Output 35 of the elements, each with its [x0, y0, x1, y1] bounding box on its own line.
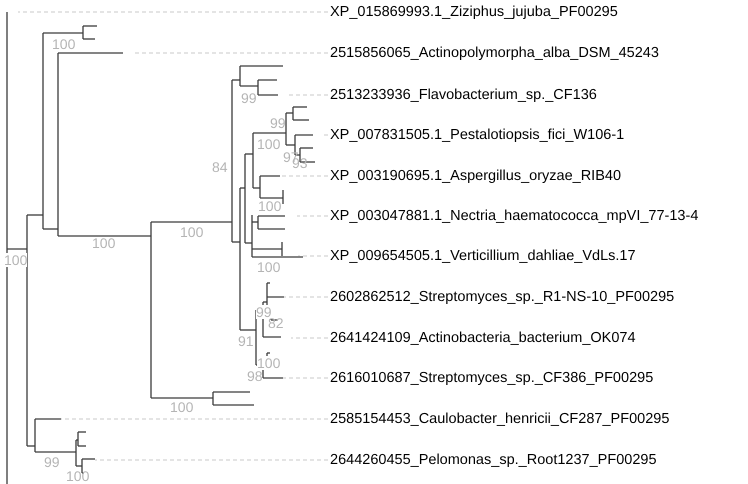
bootstrap-value: 100 [257, 356, 280, 370]
taxon-label: 2616010687_Streptomyces_sp._CF386_PF00295 [330, 370, 654, 386]
taxon-label: XP_003190695.1_Aspergillus_oryzae_RIB40 [330, 168, 622, 184]
bootstrap-value: 99 [44, 455, 60, 469]
taxon-label: 2644260455_Pelomonas_sp._Root1237_PF00295 [330, 452, 657, 468]
bootstrap-value: 100 [66, 469, 90, 483]
taxon-label: 2515856065_Actinopolymorpha_alba_DSM_45243 [330, 45, 659, 61]
bootstrap-value: 99 [256, 305, 272, 319]
leader-line [288, 94, 328, 96]
bootstrap-value: 98 [247, 369, 263, 383]
leader-line [284, 296, 328, 298]
bootstrap-value: 100 [4, 253, 28, 267]
taxon-label: XP_003047881.1_Nectria_haematococca_mpVI_77-13-4 [330, 208, 698, 224]
taxon-label: 2602862512_Streptomyces_sp._R1-NS-10_PF00295 [330, 289, 674, 305]
taxon-label: XP_007831505.1_Pestalotiopsis_fici_W106-1 [330, 127, 624, 143]
taxon-label: 2641424109_Actinobacteria_bacterium_OK074 [330, 330, 636, 346]
bootstrap-value: 100 [52, 37, 76, 51]
leader-line [132, 52, 328, 54]
bootstrap-value: 91 [238, 334, 254, 348]
taxon-label: XP_009654505.1_Verticillium_dahliae_VdLs.17 [330, 248, 636, 264]
bootstrap-value: 100 [170, 400, 194, 414]
leader-line [322, 134, 328, 136]
taxon-label: 2585154453_Caulobacter_henricii_CF287_PF00295 [330, 411, 670, 427]
taxon-label: XP_015869993.1_Ziziphus_jujuba_PF00295 [330, 4, 618, 20]
bootstrap-value: 100 [180, 225, 204, 239]
taxon-label: 2513233936_Flavobacterium_sp._CF136 [330, 87, 597, 103]
bootstrap-value: 99 [241, 91, 257, 105]
bootstrap-value: 100 [258, 199, 282, 213]
leader-line [60, 418, 328, 420]
bootstrap-value: 84 [212, 160, 228, 174]
bootstrap-value: 100 [257, 260, 280, 274]
bootstrap-value: 100 [92, 236, 116, 250]
bootstrap-value: 100 [257, 137, 280, 151]
bootstrap-value: 99 [270, 116, 286, 130]
bootstrap-value: 82 [268, 316, 284, 330]
